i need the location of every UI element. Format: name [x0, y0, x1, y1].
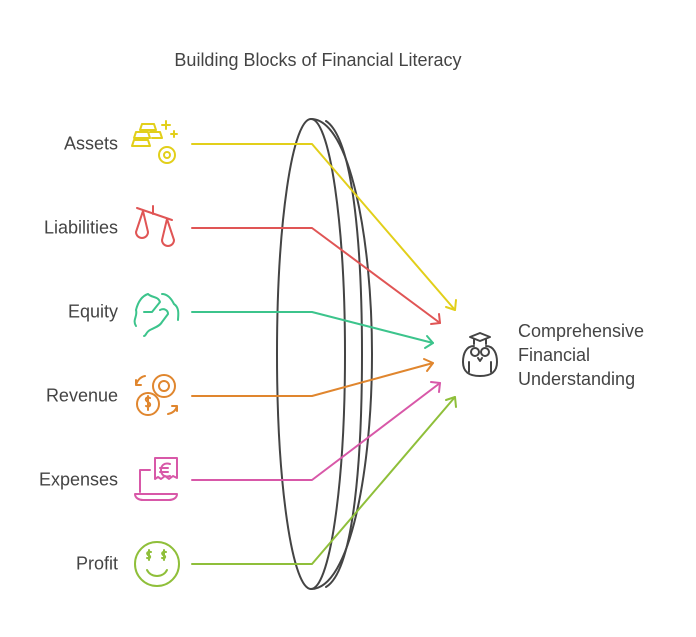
gold-bars-icon — [131, 120, 178, 164]
label-expenses: Expenses — [38, 469, 118, 490]
output-line: Comprehensive — [518, 321, 645, 341]
connector-assets — [191, 143, 457, 311]
coins-cycle-icon — [135, 374, 178, 416]
handshake-icon — [133, 293, 180, 337]
connector-revenue — [191, 358, 434, 397]
diagram-title: Building Blocks of Financial Literacy — [174, 50, 462, 70]
money-smile-icon — [134, 541, 180, 587]
owl-graduate-icon — [462, 332, 498, 377]
label-liabilities: Liabilities — [43, 217, 118, 238]
lens — [276, 118, 373, 590]
label-assets: Assets — [63, 133, 118, 154]
label-profit: Profit — [75, 553, 118, 574]
connector-liabilities — [191, 227, 441, 325]
connector-profit — [191, 396, 457, 565]
label-equity: Equity — [67, 301, 118, 322]
output-line: Financial — [518, 345, 591, 365]
output-line: Understanding — [518, 369, 636, 389]
label-revenue: Revenue — [45, 385, 118, 406]
scale-icon — [135, 205, 175, 247]
output-label: Comprehensive Financial Understanding — [518, 319, 644, 391]
connector-expenses — [191, 381, 441, 481]
laptop-receipt-icon — [134, 457, 178, 501]
connector-equity — [191, 311, 434, 349]
